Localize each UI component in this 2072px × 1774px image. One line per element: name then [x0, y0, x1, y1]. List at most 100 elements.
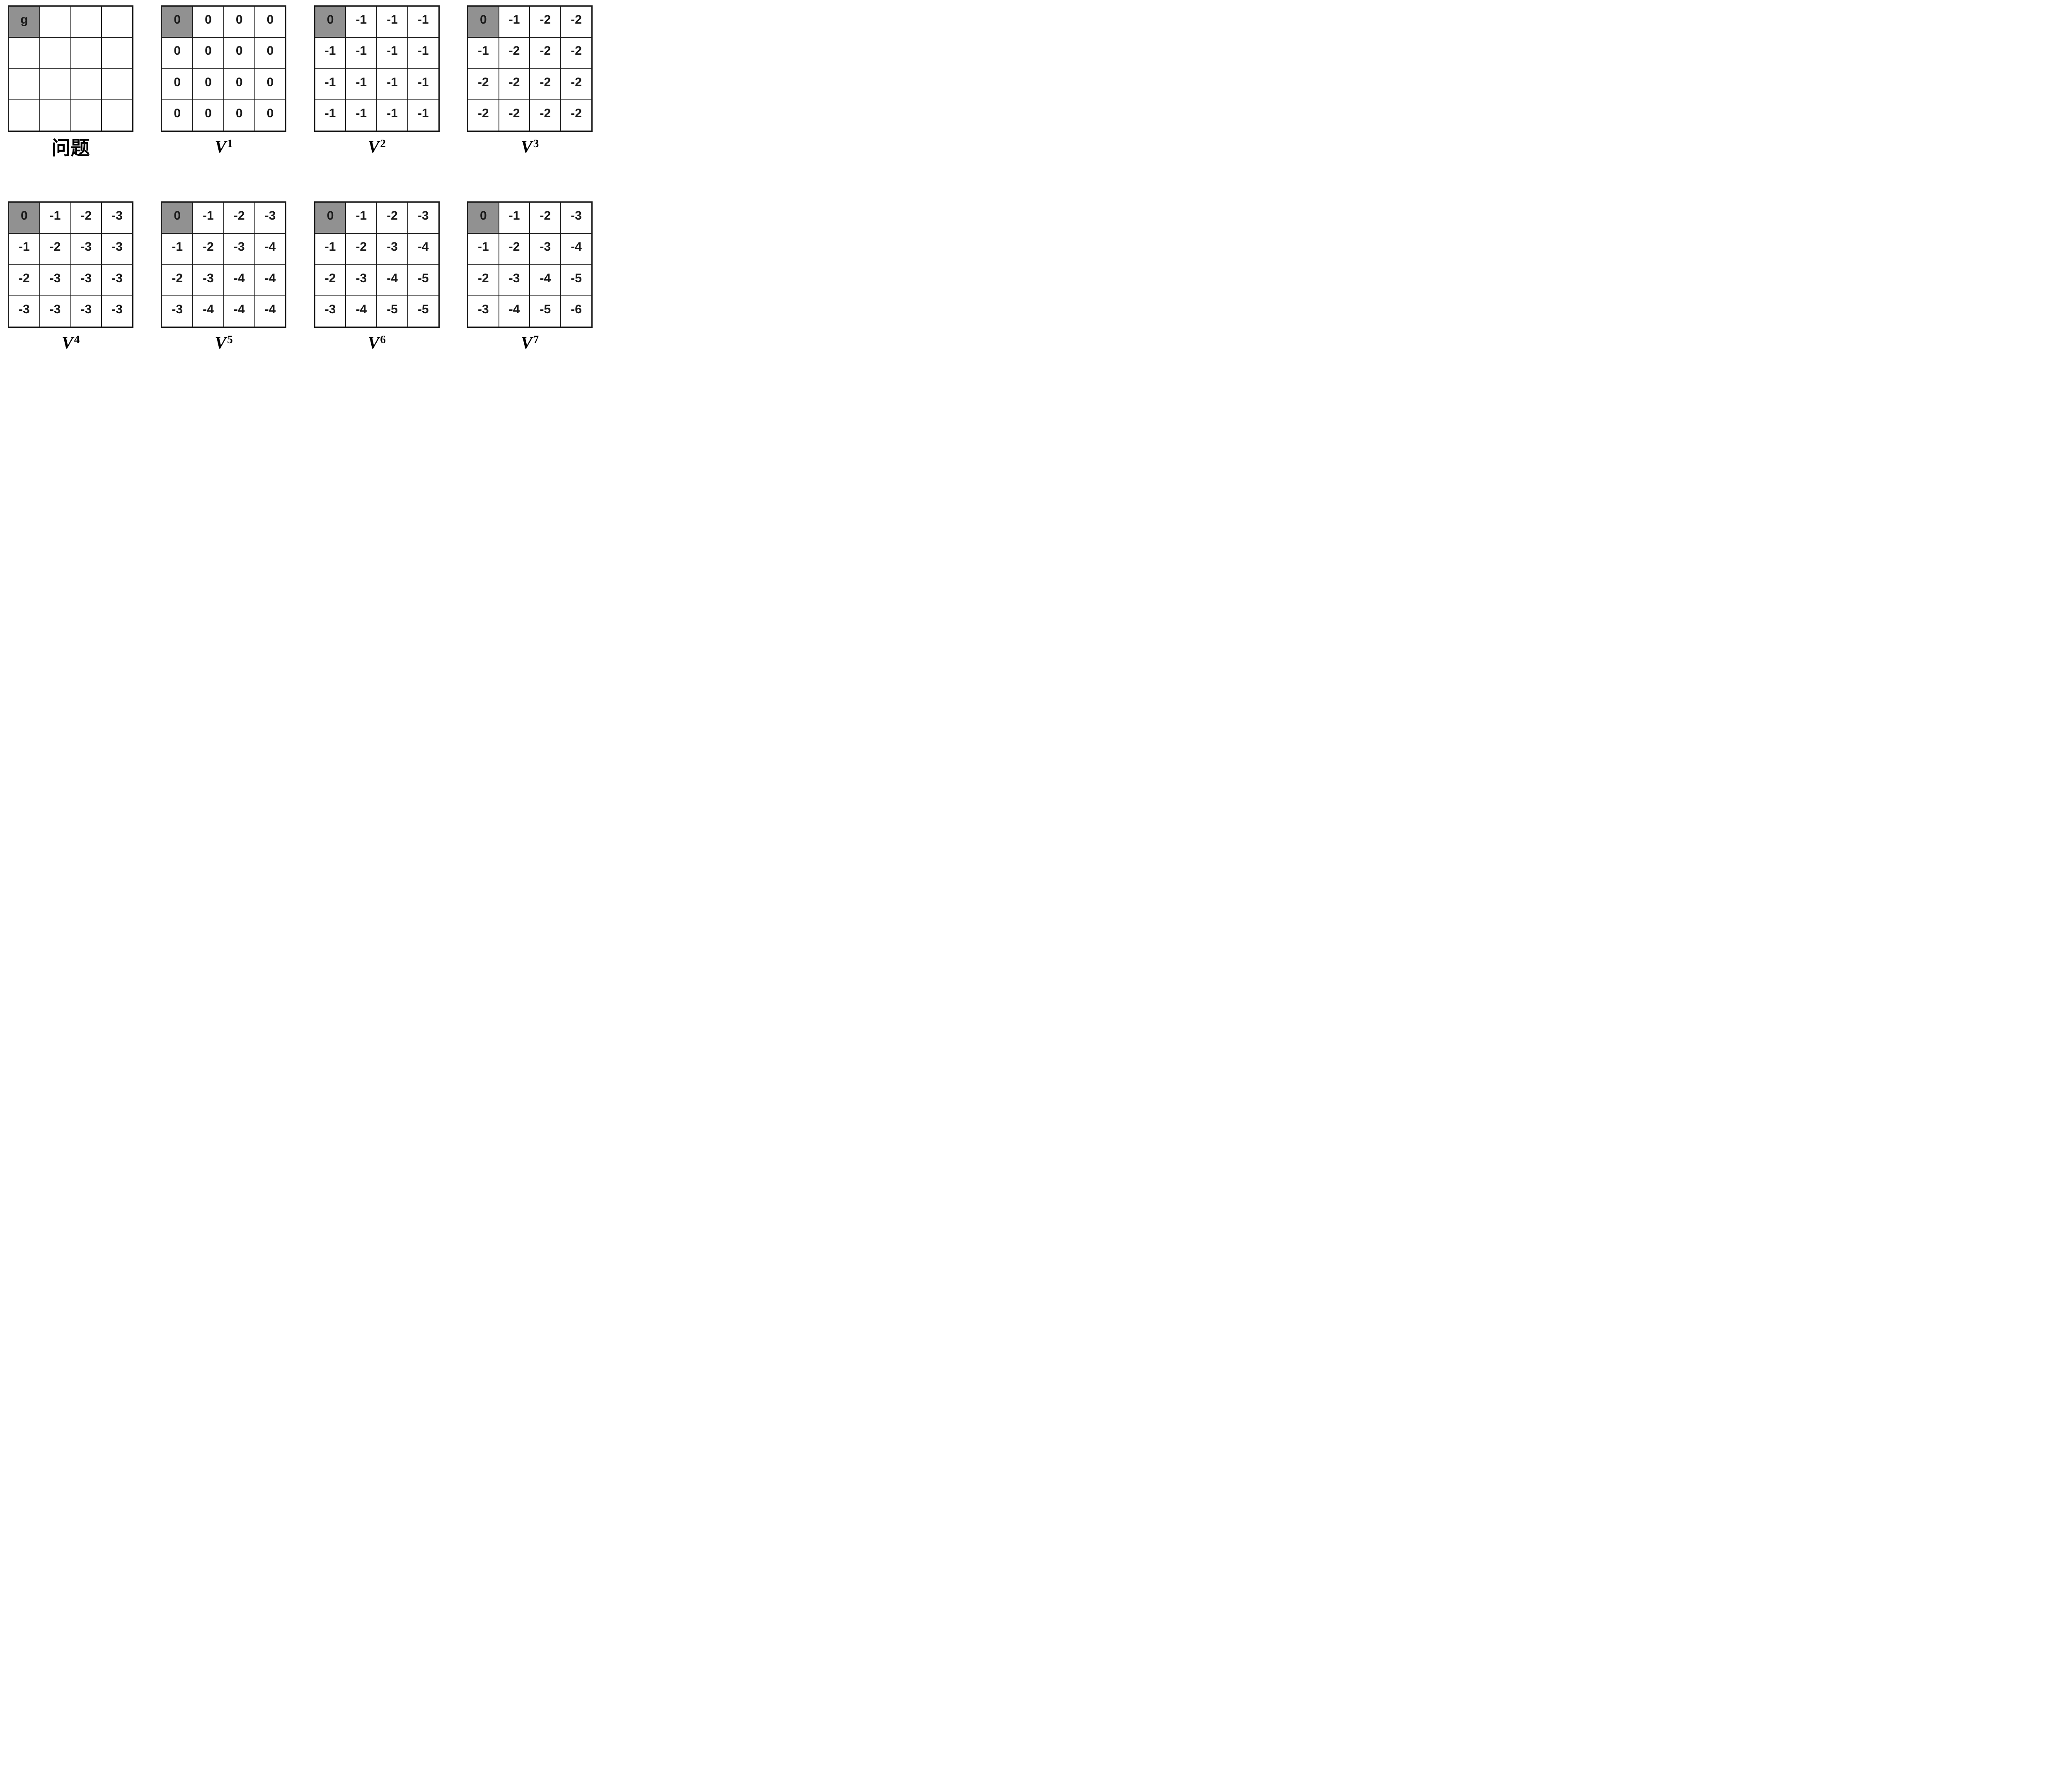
grid-cell: -2: [530, 99, 561, 131]
grid-cell: -2: [530, 37, 561, 69]
grid-cell: -3: [223, 233, 255, 265]
grid-cell: -2: [467, 99, 499, 131]
grid-cell: -1: [315, 68, 346, 100]
grid-cell: -2: [561, 6, 592, 38]
grid-cell: 0: [223, 37, 255, 69]
grid-cell: [9, 99, 40, 131]
grid-cell: -2: [39, 233, 71, 265]
grid-cell: [70, 6, 102, 38]
grid-cell: [39, 37, 71, 69]
grid-cell: -4: [254, 264, 286, 296]
grid-cell: [70, 68, 102, 100]
caption-symbol: V: [368, 138, 380, 157]
grid-cell: [39, 68, 71, 100]
grid-cell: -4: [193, 295, 224, 327]
gridworld-v5: 0-1-2-3-1-2-3-4-2-3-4-4-3-4-4-4: [161, 201, 287, 328]
caption-subscript: 7: [533, 333, 539, 346]
grid-cell: -2: [223, 202, 255, 234]
grid-cell: -4: [254, 233, 286, 265]
grid-cell: -2: [9, 264, 40, 296]
grid-cell: -3: [346, 264, 377, 296]
grid-cell: -2: [499, 99, 530, 131]
grid-cell: [102, 6, 133, 38]
grid-cell: [102, 37, 133, 69]
grid-cell: 0: [193, 99, 224, 131]
grid-cell: -4: [561, 233, 592, 265]
grid-cell: [9, 68, 40, 100]
grid-cell: -4: [223, 295, 255, 327]
goal-cell: 0: [467, 202, 499, 234]
goal-cell: 0: [162, 202, 193, 234]
grid-cell: -3: [193, 264, 224, 296]
grid-cell: -1: [467, 233, 499, 265]
grid-cell: -2: [499, 68, 530, 100]
grid-cell: 0: [162, 37, 193, 69]
grid-cell: -1: [346, 99, 377, 131]
grid-cell: -3: [499, 264, 530, 296]
grid-cell: -3: [9, 295, 40, 327]
grid-cell: -1: [346, 37, 377, 69]
grid-cell: -1: [315, 37, 346, 69]
gridworld-v4: 0-1-2-3-1-2-3-3-2-3-3-3-3-3-3-3: [8, 201, 133, 328]
grid-cell: -4: [499, 295, 530, 327]
grid-cell: -5: [377, 295, 408, 327]
grid-cell: -1: [39, 202, 71, 234]
grid-cell: -2: [467, 68, 499, 100]
grid-cell: 0: [193, 68, 224, 100]
grid-cell: 0: [223, 68, 255, 100]
grid-cell: -4: [530, 264, 561, 296]
caption-symbol: V: [61, 334, 73, 353]
grid-cell: -3: [467, 295, 499, 327]
grid-cell: -2: [467, 264, 499, 296]
grid-cell: -1: [315, 233, 346, 265]
grid-cell: -2: [561, 99, 592, 131]
gridworld-v3: 0-1-2-2-1-2-2-2-2-2-2-2-2-2-2-2: [467, 5, 593, 132]
goal-cell: 0: [162, 6, 193, 38]
grid-cell: -5: [407, 264, 439, 296]
grid-cell: -2: [561, 37, 592, 69]
grid-cell: 0: [193, 37, 224, 69]
grid-cell: [9, 37, 40, 69]
grid-cell: -3: [70, 264, 102, 296]
caption-symbol: V: [520, 334, 533, 353]
grid-cell: -3: [377, 233, 408, 265]
grid-cell: -2: [561, 68, 592, 100]
grid-cell: [102, 99, 133, 131]
grid-cell: -1: [162, 233, 193, 265]
grid-cell: -2: [162, 264, 193, 296]
grid-cell: 0: [254, 99, 286, 131]
grid-cell: -3: [39, 295, 71, 327]
grid-cell: -2: [346, 233, 377, 265]
grid-cell: -1: [346, 6, 377, 38]
grid-cell: -2: [499, 233, 530, 265]
gridworld-v6: 0-1-2-3-1-2-3-4-2-3-4-5-3-4-5-5: [314, 201, 440, 328]
grid-cell: 0: [223, 6, 255, 38]
grid-cell: -3: [254, 202, 286, 234]
gridworld-problem: g: [8, 5, 133, 132]
grid-cell: -1: [407, 68, 439, 100]
grid-cell: -4: [407, 233, 439, 265]
goal-cell: 0: [467, 6, 499, 38]
grid-cell: -5: [561, 264, 592, 296]
caption-subscript: 1: [227, 137, 233, 150]
grid-cell: -4: [254, 295, 286, 327]
caption-subscript: 4: [74, 333, 80, 346]
caption-subscript: 2: [380, 137, 386, 150]
grid-cell: -4: [346, 295, 377, 327]
grid-cell: -5: [530, 295, 561, 327]
grid-cell: -1: [315, 99, 346, 131]
grid-cell: -1: [467, 37, 499, 69]
caption-subscript: 6: [380, 333, 386, 346]
grid-cell: 0: [193, 6, 224, 38]
grid-cell: -3: [102, 202, 133, 234]
